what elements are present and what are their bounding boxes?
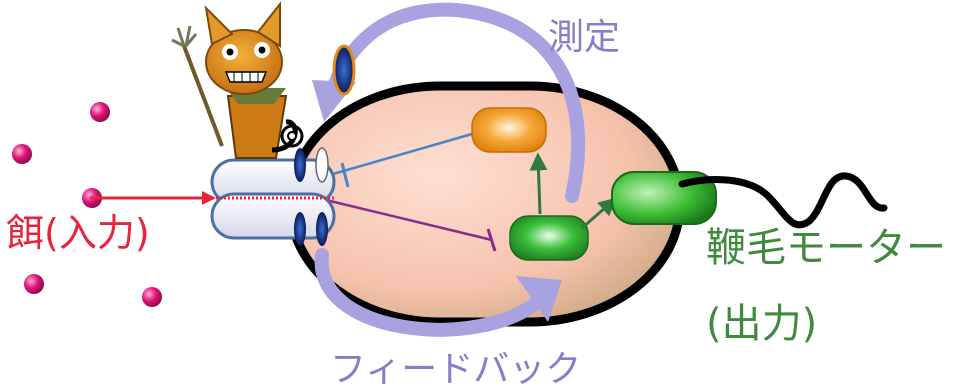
activation-arrow-up [529, 152, 548, 215]
inhibition-line-purple [325, 198, 497, 252]
feedback-label: フィードバック [330, 349, 582, 390]
signal-swirl [280, 124, 304, 148]
inhibition-line-blue [325, 132, 473, 188]
input-arrow [90, 191, 216, 205]
flagellum-icon [678, 172, 888, 229]
cat-mascot-icon [171, 1, 298, 159]
attractant-particle-icon [12, 102, 162, 307]
feedback-arrow [314, 248, 562, 337]
bait-input-label: 餌(入力) [6, 211, 150, 255]
released-disc [332, 44, 356, 96]
output-label: (出力) [706, 301, 818, 347]
flagellar-motor-label: 鞭毛モーター [706, 225, 946, 271]
regulator-node [509, 215, 589, 261]
sensor-node [471, 107, 547, 153]
measure-label: 測定 [548, 17, 621, 58]
receptor-icon [210, 147, 336, 246]
activation-arrow-right [581, 197, 617, 230]
